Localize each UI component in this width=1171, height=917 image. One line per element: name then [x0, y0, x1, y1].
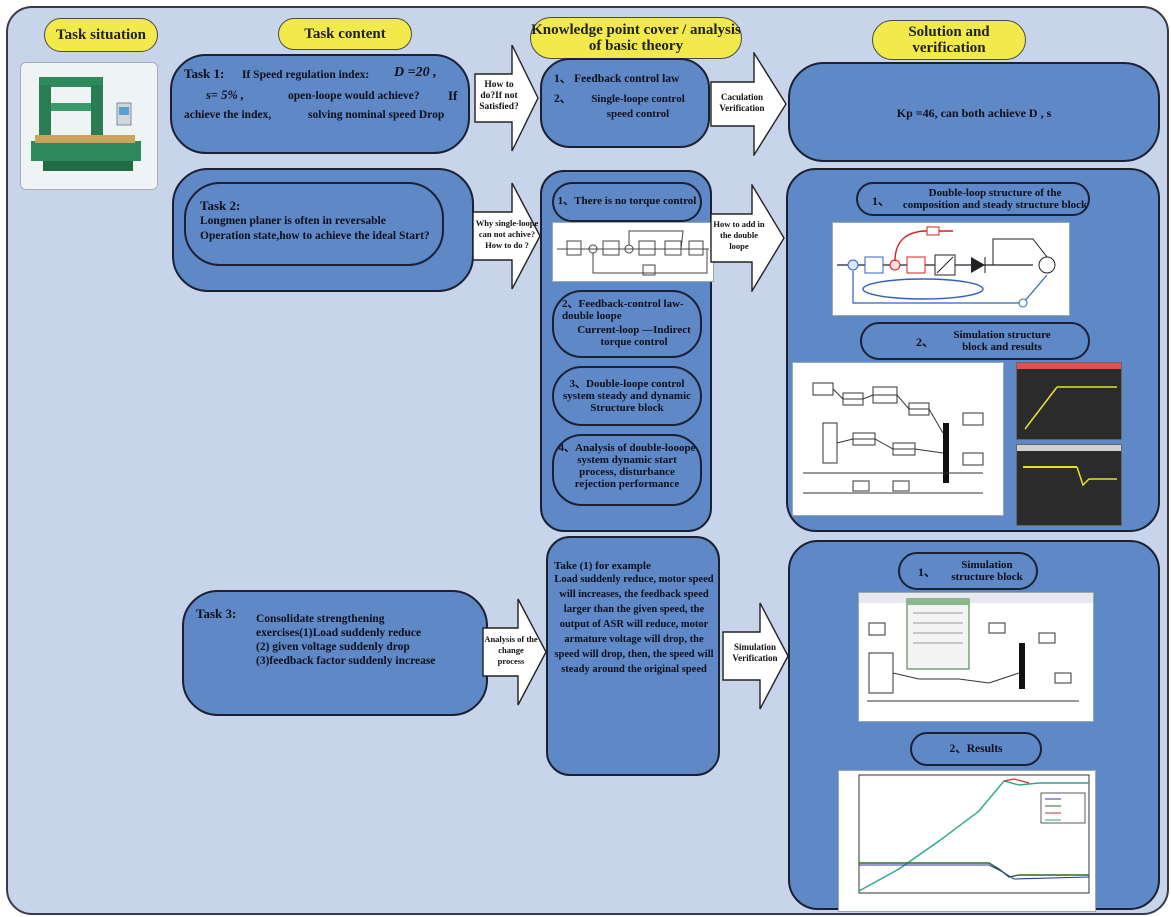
- task1-line3a: achieve the index,: [184, 109, 272, 121]
- task2-inner-box: [184, 182, 444, 266]
- task1-line2: open-loope would achieve?: [288, 90, 420, 102]
- task1-line3b: solving nominal speed Drop: [308, 109, 445, 121]
- task1-line1: If Speed regulation index:: [242, 69, 370, 81]
- task3-line1: Consolidate strengthening: [256, 613, 385, 625]
- task2-arrow-why-label: Why single-loope can not achive? How to …: [475, 218, 539, 250]
- task3-knowledge-title: Take (1) for example: [554, 560, 651, 572]
- task2-content-box: Task 2: Longmen planer is often in rever…: [172, 168, 474, 292]
- header-task-content-label: Task content: [304, 26, 386, 42]
- task2-arrow-how-to-add: How to add in the double loope: [710, 184, 786, 292]
- task2-knowledge-3-label: 3、Double-loope control system steady and…: [562, 378, 692, 414]
- task1-d-value: D =20 ,: [394, 65, 437, 80]
- task2-solution-1-num: 1、: [872, 194, 891, 208]
- task2-label: Task 2:: [200, 198, 241, 213]
- task2-knowledge-2a: 2、Feedback-control law-double loope: [562, 298, 684, 322]
- simulink-model-task2: [792, 362, 1004, 516]
- task1-arrow-calculation-label: Caculation Verification: [719, 92, 765, 113]
- task2-knowledge-4: 4、Analysis of double-looope system dynam…: [552, 434, 702, 506]
- simulink-model-task3: [858, 592, 1094, 722]
- task2-solution-2-title: 2、 Simulation structure block and result…: [860, 322, 1090, 360]
- task2-knowledge-1: 1、There is no torque control: [552, 182, 702, 222]
- scope-speed-response: [1016, 362, 1122, 440]
- task1-knowledge-box: 1、 Feedback control law 2、 Single-loope …: [540, 58, 710, 148]
- task3-knowledge-box: Take (1) for example Load suddenly reduc…: [546, 536, 720, 776]
- task3-solution-2-title: 2、Results: [910, 732, 1042, 766]
- task3-arrow-simulation: Simulation Verification: [722, 602, 790, 710]
- task1-label: Task 1:: [184, 66, 225, 81]
- task2-knowledge-3: 3、Double-loope control system steady and…: [552, 366, 702, 426]
- task1-line2-if: If: [448, 88, 458, 103]
- planer-machine-illustration: [21, 63, 157, 189]
- task3-arrow-analysis-label: Analysis of the change process: [484, 634, 538, 666]
- task1-arrow-how-to-label: How to do?If not Satisfied?: [479, 80, 519, 112]
- task1-content-box: Task 1: If Speed regulation index: D =20…: [170, 54, 470, 154]
- task3-knowledge-body: Load suddenly reduce, motor speed will i…: [554, 574, 714, 675]
- header-solution-label: Solution and verification: [908, 24, 990, 56]
- task2-arrow-how-to-add-label: How to add in the double loope: [713, 219, 765, 251]
- results-plot: [838, 770, 1096, 912]
- task2-knowledge-1-label: 1、There is no torque control: [557, 195, 697, 207]
- header-task-situation-label: Task situation: [56, 27, 146, 43]
- task1-solution-box: Kp =46, can both achieve D , s: [788, 62, 1160, 162]
- task1-knowledge-1: 1、 Feedback control law: [554, 73, 680, 85]
- task3-line2: exercises(1)Load suddenly reduce: [256, 627, 422, 639]
- task2-knowledge-2b: Current-loop —Indirect torque control: [577, 324, 691, 348]
- header-task-content: Task content: [278, 18, 412, 50]
- header-task-situation: Task situation: [44, 18, 158, 52]
- planer-machine-image: [20, 62, 158, 190]
- task2-solution-2-text: Simulation structure block and results: [953, 329, 1051, 353]
- header-solution: Solution and verification: [872, 20, 1026, 60]
- single-loop-block-diagram: [552, 222, 714, 282]
- task2-text: Longmen planer is often in reversable Op…: [200, 215, 430, 242]
- task1-knowledge-2-num: 2、: [554, 93, 572, 105]
- task2-knowledge-4-label: 4、Analysis of double-looope system dynam…: [558, 442, 696, 490]
- task1-s-value: s= 5% ,: [206, 88, 245, 102]
- task2-knowledge-2: 2、Feedback-control law-double loope Curr…: [552, 290, 702, 358]
- task3-label: Task 3:: [196, 606, 237, 621]
- task1-arrow-calculation: Caculation Verification: [710, 52, 788, 156]
- task1-knowledge-2: Single-loope control speed control: [591, 93, 685, 120]
- double-loop-schematic: [832, 222, 1070, 316]
- task2-solution-1-title: 1、 Double-loop structure of the composit…: [856, 182, 1090, 216]
- task2-solution-2-num: 2、: [916, 335, 935, 349]
- task3-solution-1-text: Simulation structure block: [951, 559, 1023, 583]
- task3-solution-1-title: 1、 Simulation structure block: [898, 552, 1038, 590]
- task3-line3: (2) given voltage suddenly drop: [256, 641, 410, 653]
- task3-arrow-analysis: Analysis of the change process: [482, 598, 548, 706]
- task3-arrow-simulation-label: Simulation Verification: [732, 642, 778, 663]
- scope-current-response: [1016, 444, 1122, 526]
- header-knowledge: Knowledge point cover / analysis of basi…: [530, 17, 742, 59]
- task2-solution-1-text: Double-loop structure of the composition…: [902, 187, 1088, 211]
- task1-arrow-how-to: How to do?If not Satisfied?: [474, 44, 540, 152]
- header-knowledge-label: Knowledge point cover / analysis of basi…: [531, 22, 741, 54]
- task1-solution-text: Kp =46, can both achieve D , s: [896, 106, 1052, 120]
- task2-arrow-why: Why single-loope can not achive? How to …: [472, 182, 542, 290]
- task3-solution-1-num: 1、: [918, 565, 937, 579]
- task3-content-box: Task 3: Consolidate strengthening exerci…: [182, 590, 488, 716]
- task3-line4: (3)feedback factor suddenly increase: [256, 655, 436, 667]
- task3-solution-2-text: 2、Results: [949, 743, 1003, 755]
